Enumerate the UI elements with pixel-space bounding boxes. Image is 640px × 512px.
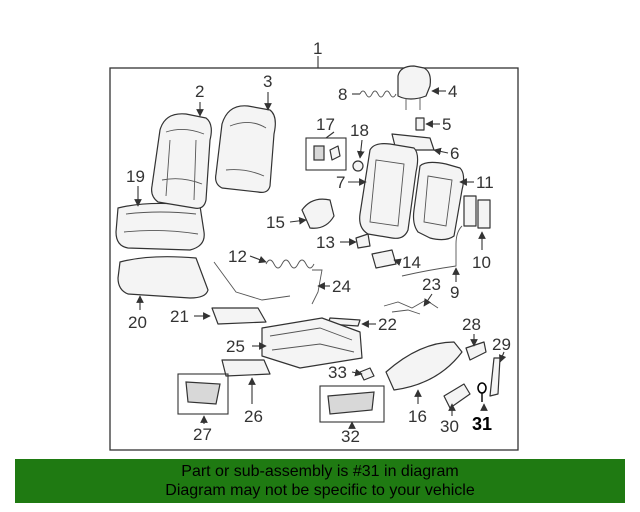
callout-23: 23 xyxy=(422,275,441,294)
info-banner: Part or sub-assembly is #31 in diagram D… xyxy=(15,459,625,503)
part-31-ring[interactable] xyxy=(477,382,487,402)
callout-12: 12 xyxy=(228,247,247,266)
parts-diagram: 1 2 3 8 4 5 17 18 6 7 11 19 15 13 10 12 … xyxy=(109,39,519,451)
callout-2: 2 xyxy=(195,82,204,101)
callout-18: 18 xyxy=(350,121,369,140)
callout-labels: 1 2 3 8 4 5 17 18 6 7 11 19 15 13 10 12 … xyxy=(126,39,511,446)
callout-20: 20 xyxy=(128,313,147,332)
callout-29: 29 xyxy=(492,335,511,354)
lumbar-support[interactable] xyxy=(301,198,335,229)
callout-30: 30 xyxy=(440,417,459,436)
callout-25: 25 xyxy=(226,337,245,356)
rod-part[interactable] xyxy=(311,269,323,305)
headrest-guide[interactable] xyxy=(415,117,425,131)
harness-part[interactable] xyxy=(383,299,439,315)
clip-33[interactable] xyxy=(359,367,375,381)
callout-1: 1 xyxy=(313,39,322,58)
callout-10: 10 xyxy=(472,253,491,272)
assembly-frame xyxy=(109,67,519,451)
callout-17: 17 xyxy=(316,115,335,134)
callout-21: 21 xyxy=(170,307,189,326)
callout-28: 28 xyxy=(462,315,481,334)
callout-6: 6 xyxy=(450,144,459,163)
recliner-lever[interactable] xyxy=(465,341,487,361)
seat-back-frame[interactable] xyxy=(359,143,419,239)
seat-frame[interactable] xyxy=(261,317,363,369)
seat-springs[interactable] xyxy=(265,259,315,269)
switch-bezel[interactable] xyxy=(477,199,491,229)
box-27 xyxy=(177,373,229,415)
callout-33: 33 xyxy=(328,363,347,382)
callout-15: 15 xyxy=(266,213,285,232)
lower-bracket[interactable] xyxy=(371,249,397,269)
clip-part[interactable] xyxy=(313,145,325,161)
seat-track[interactable] xyxy=(221,359,271,377)
callout-11: 11 xyxy=(476,173,494,192)
callout-26: 26 xyxy=(244,407,263,426)
cable-part[interactable] xyxy=(401,225,463,277)
spring-part[interactable] xyxy=(359,90,397,98)
callout-32: 32 xyxy=(341,427,360,446)
knob-part[interactable] xyxy=(352,160,364,172)
callout-14: 14 xyxy=(402,253,421,272)
callout-19: 19 xyxy=(126,167,145,186)
clip-part-2[interactable] xyxy=(329,145,341,161)
callout-4: 4 xyxy=(448,82,457,101)
banner-line-1: Part or sub-assembly is #31 in diagram xyxy=(181,463,459,480)
seat-back-pad[interactable] xyxy=(215,105,276,193)
callout-7: 7 xyxy=(336,173,345,192)
trim-part[interactable] xyxy=(327,391,375,415)
callout-31: 31 xyxy=(472,414,492,434)
wire-harness[interactable] xyxy=(213,261,291,301)
callout-8: 8 xyxy=(338,85,347,104)
callout-9: 9 xyxy=(450,283,459,302)
back-panel[interactable] xyxy=(412,161,465,241)
banner-line-2: Diagram may not be specific to your vehi… xyxy=(165,482,475,499)
seat-cushion[interactable] xyxy=(115,202,205,251)
back-bracket[interactable] xyxy=(355,233,371,249)
cushion-pad[interactable] xyxy=(117,256,209,299)
seat-back-cover[interactable] xyxy=(151,113,212,209)
callout-22: 22 xyxy=(378,315,397,334)
shield-part[interactable] xyxy=(185,381,221,405)
handle-part[interactable] xyxy=(443,383,471,409)
cover-29[interactable] xyxy=(489,357,501,397)
callout-16: 16 xyxy=(408,407,427,426)
callout-13: 13 xyxy=(316,233,335,252)
callout-5: 5 xyxy=(442,115,451,134)
switch-part[interactable] xyxy=(463,195,477,227)
callout-3: 3 xyxy=(263,72,272,91)
track-cover[interactable] xyxy=(211,307,267,325)
callout-27: 27 xyxy=(193,425,212,444)
headrest[interactable] xyxy=(397,65,431,110)
side-shield[interactable] xyxy=(385,341,463,391)
callout-24: 24 xyxy=(332,277,351,296)
